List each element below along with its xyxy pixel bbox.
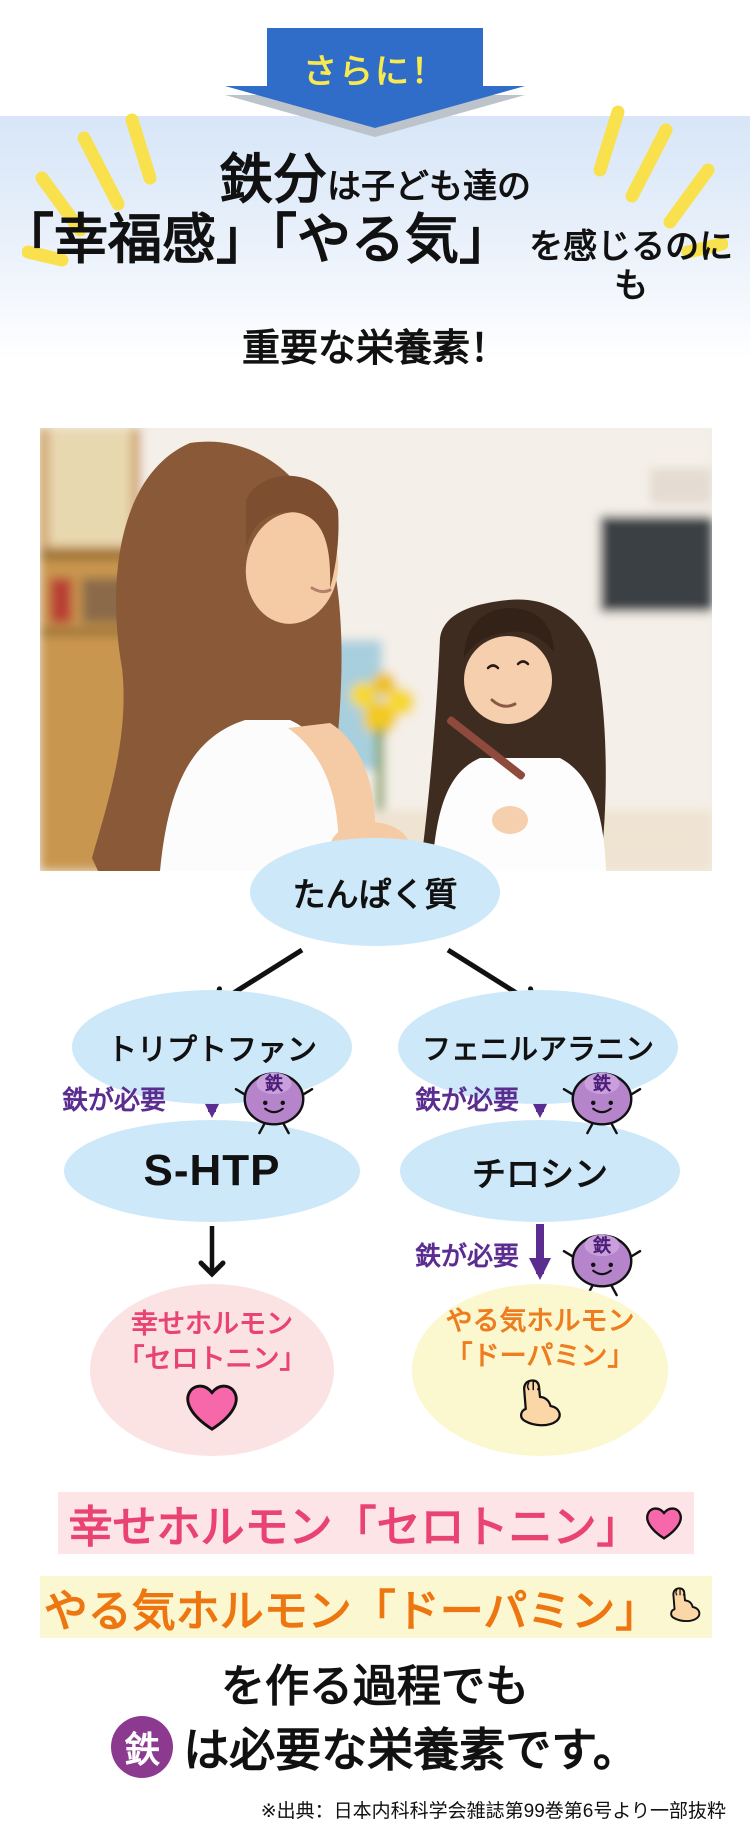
serotonin-line2: 「セロトニン」 bbox=[117, 1344, 307, 1374]
conclusion-text: は必要な栄養素です。 bbox=[183, 1724, 639, 1776]
process-line: を作る過程でも bbox=[221, 1662, 529, 1711]
source-footnote: ※出典：日本内科科学会雑誌第99巻第6号より一部抜粋 bbox=[260, 1801, 726, 1822]
mother-daughter-photo bbox=[40, 428, 712, 871]
iron-needed-label-right-2: 鉄が必要 bbox=[415, 1241, 520, 1271]
banner-label: さらに！ bbox=[303, 53, 447, 91]
headline-line2: 「幸福感」「やる気」 を感じるのにも bbox=[0, 210, 750, 304]
headline-line2-rest: を感じるのにも bbox=[529, 228, 734, 305]
serotonin-highlight-text: 幸せホルモン「セロトニン」 bbox=[68, 1503, 641, 1552]
node-serotonin: 幸せホルモン 「セロトニン」 bbox=[90, 1284, 334, 1456]
hero-gradient-background bbox=[0, 116, 750, 360]
iron-needed-label-right-1: 鉄が必要 bbox=[415, 1085, 520, 1115]
dopamine-line2: 「ドーパミン」 bbox=[445, 1341, 635, 1371]
node-tryptophan: トリプトファン bbox=[72, 990, 352, 1104]
muscle-icon bbox=[670, 1587, 701, 1623]
headline-line3: 重要な栄養素！ bbox=[241, 327, 508, 370]
heart-icon bbox=[645, 1507, 682, 1540]
serotonin-highlight-band: 幸せホルモン「セロトニン」 bbox=[58, 1492, 694, 1554]
node-tyrosine: チロシン bbox=[400, 1120, 680, 1222]
node-protein: たんぱく質 bbox=[250, 838, 500, 946]
serotonin-line1: 幸せホルモン bbox=[131, 1308, 293, 1339]
muscle-icon bbox=[520, 1379, 561, 1427]
iron-mascot-icon: 鉄 bbox=[562, 1234, 642, 1297]
svg-text:鉄: 鉄 bbox=[593, 1235, 612, 1256]
photo-figures bbox=[92, 441, 606, 871]
headline-line1: 鉄分 は子ども達の bbox=[0, 150, 750, 210]
iron-mascot-icon: 鉄 bbox=[234, 1072, 314, 1135]
iron-badge: 鉄 bbox=[111, 1716, 174, 1778]
headline: 鉄分 は子ども達の 「幸福感」「やる気」 を感じるのにも 重要な栄養素！ bbox=[0, 150, 750, 372]
node-dopamine: やる気ホルモン 「ドーパミン」 bbox=[412, 1284, 668, 1456]
conclusion-row: 鉄 は必要な栄養素です。 bbox=[0, 1714, 750, 1780]
photo-illustration bbox=[40, 428, 712, 871]
headline-line1-emphasis: 鉄分 bbox=[219, 150, 327, 210]
headline-line2-emphasis: 「幸福感」「やる気」 bbox=[0, 210, 513, 271]
headline-line1-rest: は子ども達の bbox=[327, 168, 531, 206]
dopamine-highlight-text: やる気ホルモン「ドーパミン」 bbox=[43, 1587, 660, 1636]
svg-text:鉄: 鉄 bbox=[593, 1073, 612, 1094]
iron-mascot-icon: 鉄 bbox=[562, 1072, 642, 1135]
iron-needed-label-left: 鉄が必要 bbox=[62, 1085, 167, 1115]
node-shtp: S-HTP bbox=[64, 1120, 360, 1222]
dopamine-highlight-band: やる気ホルモン「ドーパミン」 bbox=[40, 1576, 712, 1638]
heart-icon bbox=[186, 1384, 238, 1431]
node-phenylalanine: フェニルアラニン bbox=[398, 990, 678, 1104]
dopamine-line1: やる気ホルモン bbox=[445, 1305, 635, 1336]
svg-text:鉄: 鉄 bbox=[265, 1073, 284, 1094]
